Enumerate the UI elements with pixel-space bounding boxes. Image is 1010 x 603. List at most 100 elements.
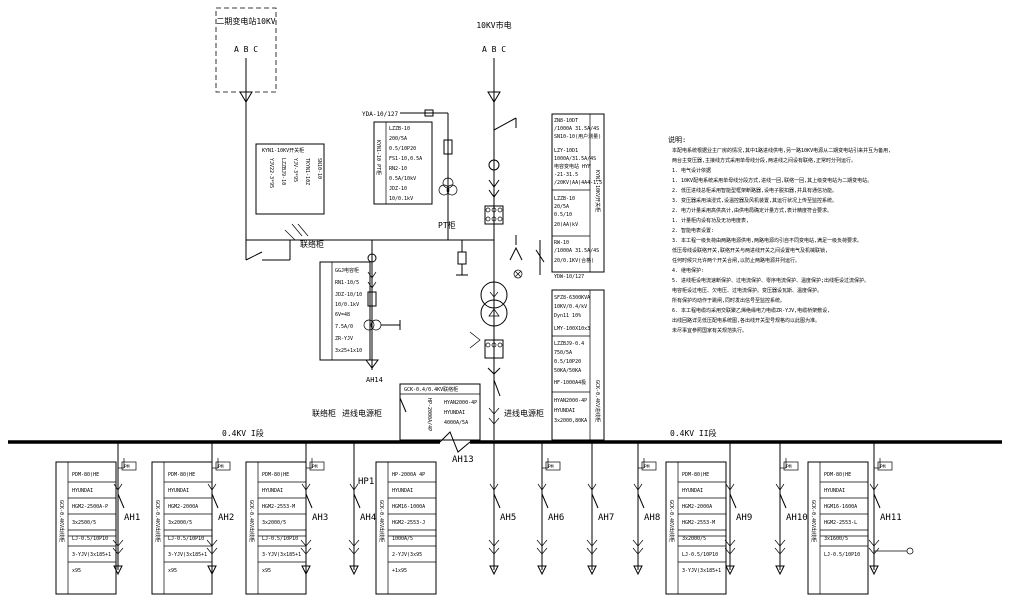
feeder-spec-line: HYUNDAI bbox=[168, 488, 189, 494]
lamp-icon bbox=[513, 269, 523, 279]
feeder-cab-side: GCK-0.4KV出线柜 bbox=[810, 500, 817, 542]
right-top-line: SN10-10(用户测量) bbox=[554, 133, 601, 140]
breaker-icon bbox=[305, 493, 313, 509]
feeder-spec-line: HGM2-2553-J bbox=[392, 520, 425, 526]
right-top-line: /1000A 31.5A/4S bbox=[554, 126, 599, 132]
cap-line: JDZ-10/10 bbox=[335, 292, 362, 298]
hv-section: 联络柜 PT柜 KYN1-10KV开关柜 YJV22-3*95 LZZBJ9-1… bbox=[245, 109, 494, 384]
feeder-circuit: AH3 bbox=[300, 442, 328, 576]
pm-label: PM bbox=[124, 464, 130, 470]
feeder-spec-line: HYUNDAI bbox=[262, 488, 283, 494]
feeder-circuit: AH2 bbox=[206, 442, 234, 576]
trans-line: HF-1000A4极 bbox=[554, 379, 586, 386]
breaker-icon bbox=[729, 493, 737, 509]
feeder-group: GCK-0.4KV出线柜PDM-80(HEHYUNDAIHGM2-2500A-P… bbox=[55, 442, 914, 595]
pm-meter: PM bbox=[874, 458, 893, 471]
pt-line: FS1-10,0.5A bbox=[389, 156, 422, 162]
ct-icon bbox=[868, 539, 880, 555]
note-line: 任何时候只允许两个开关合闸,以防止两路电源并列运行。 bbox=[672, 257, 800, 264]
feeder-spec-line: PDM-80(HE bbox=[262, 472, 289, 478]
feeder-panel-table: GCK-0.4KV出线柜PDM-80(HEHYUNDAIHGM2-2553-M3… bbox=[245, 461, 307, 595]
pm-meter: PM bbox=[306, 458, 325, 471]
transformer-section bbox=[469, 235, 545, 440]
kyn-left-line: YJV22-3*95 bbox=[268, 158, 274, 188]
note-line: 2. 智能电表设置: bbox=[672, 227, 714, 234]
breaker-icon bbox=[637, 493, 645, 509]
note-line: 电容柜设过电压、欠电压、过电流保护。变压器设瓦斯、温度保护。 bbox=[672, 287, 822, 294]
feeder-cab-side: GCK-0.4KV出线柜 bbox=[154, 500, 161, 542]
feeder-spec-line: HGM2-2000A bbox=[168, 504, 198, 510]
feeder-spec-line: 3-YJV(3x185+1 bbox=[682, 568, 721, 574]
feeder-spec-line: x95 bbox=[168, 568, 177, 574]
tie-title: GCK-0.4/0.4KV联络柜 bbox=[404, 386, 458, 393]
cable-head-icon bbox=[207, 565, 217, 576]
ct-icon bbox=[536, 539, 548, 555]
note-line: 未尽事宜参照国家有关规范执行。 bbox=[672, 327, 747, 334]
kyn-left-line: TKYN1-10Z bbox=[304, 158, 310, 185]
feeder-spec-line: 3-YJV(3x185+1 bbox=[72, 552, 111, 558]
right-mid-line: 20/5A bbox=[554, 204, 569, 210]
kyn-left-line: LZZBJ9-10 bbox=[280, 158, 286, 185]
plug-contact-icon bbox=[367, 271, 377, 289]
bus-label-right: 0.4KV II段 bbox=[670, 428, 717, 438]
kyn-left-box bbox=[255, 143, 325, 215]
tie-breaker: HP-2000A/4P bbox=[426, 398, 432, 431]
breaker-icon bbox=[117, 493, 125, 509]
feeder-ah-label: AH9 bbox=[736, 513, 752, 523]
feeder-spec-line: 3-YJV(3x185+1 bbox=[262, 552, 301, 558]
feeder-circuit: AH5 bbox=[488, 442, 516, 576]
breaker-icon bbox=[493, 493, 501, 509]
pt-label: PT柜 bbox=[438, 220, 456, 230]
lv-incoming-label: 进线电源柜 bbox=[342, 408, 382, 418]
ct-icon bbox=[300, 539, 312, 555]
feeder-panel-table: GCK-0.4KV出线柜PDM-80(HEHYUNDAIHGM2-2000AHG… bbox=[665, 461, 727, 595]
pm-meter: PM bbox=[780, 458, 799, 471]
feeder-ah-label: AH5 bbox=[500, 513, 516, 523]
feeder-panel-table: GCK-0.4KV出线柜PDM-80(HEHYUNDAIHGM16-1600AH… bbox=[807, 461, 869, 595]
feeder-spec-line: +1x95 bbox=[392, 568, 407, 574]
kyn-left-line: SN10-10 bbox=[316, 158, 322, 179]
feeder-spec-line: HYUNDAI bbox=[72, 488, 93, 494]
trans-line: 750/5A bbox=[554, 350, 572, 356]
feeder-circuit: AH10 bbox=[774, 442, 808, 576]
right-hv-tables: ZN8-10DT /1000A 31.5A/4S SN10-10(用户测量) L… bbox=[551, 113, 605, 441]
source-label-left: 二期变电站10KV bbox=[216, 16, 275, 26]
cap-line: 3x25+1x10 bbox=[335, 348, 362, 354]
feeder-ah-label: AH6 bbox=[548, 513, 564, 523]
ct-icon bbox=[348, 539, 360, 555]
note-line: 1. 计量柜内设有功及无功电度表, bbox=[672, 217, 749, 224]
note-line: 4. 继电保护: bbox=[672, 267, 704, 274]
kyn-left-line: YJV-3*95 bbox=[292, 158, 298, 182]
lv-tie-cab-label: 联络柜 bbox=[312, 408, 336, 418]
breaker-icon bbox=[873, 493, 881, 509]
note-line: 出线回路详见低压配电系统图,各出线开关型号规格均以此图为准。 bbox=[672, 317, 820, 324]
note-line: 1. 10KV配电系统采用单母线分段方式,进线一回,联络一回,其上级变电站为二期… bbox=[672, 177, 872, 184]
cable-head-icon bbox=[725, 565, 735, 576]
tie-line: 4000A/5A bbox=[444, 420, 468, 426]
tie-line: HYUNDAI bbox=[444, 410, 465, 416]
feeder-circuit: AH8 bbox=[632, 442, 660, 576]
right-top-line: ZN8-10DT bbox=[554, 118, 578, 124]
pm-meter: PM bbox=[212, 458, 231, 471]
feeder-spec-line: LJ-0.5/10P10 bbox=[168, 536, 204, 542]
feeder-spec-line: PDM-80(HE bbox=[72, 472, 99, 478]
bus-label-left: 0.4KV I段 bbox=[222, 428, 264, 438]
pt-line: 0.5/10P20 bbox=[389, 146, 416, 152]
pt-line: LZZB-10 bbox=[389, 126, 410, 132]
feeder-spec-line: PDM-80(HE bbox=[824, 472, 851, 478]
right-cab-side: KYN1-10KV开关柜 bbox=[594, 170, 601, 212]
feeder-spec-line: HYUNDAI bbox=[682, 488, 703, 494]
feeder-spec-line: HP-2000A 4P bbox=[392, 472, 425, 478]
feeder-spec-line: 2-YJV(3x95 bbox=[392, 552, 422, 558]
feeder-spec-line: x95 bbox=[72, 568, 81, 574]
trans-line: 50KA/50KA bbox=[554, 368, 581, 374]
cap-line: ZR-YJV bbox=[335, 336, 353, 342]
feeder-ah-label: AH7 bbox=[598, 513, 614, 523]
cable-head-icon bbox=[301, 565, 311, 576]
right-top-line: /20KV(AA)4A4-1.5 bbox=[554, 180, 602, 186]
cable-head-icon bbox=[869, 565, 879, 576]
right-incoming-source: 10KV市电 A B C bbox=[476, 20, 517, 440]
tie-line: HYAN2000-4P bbox=[444, 400, 477, 406]
cable-head-icon bbox=[349, 565, 359, 576]
